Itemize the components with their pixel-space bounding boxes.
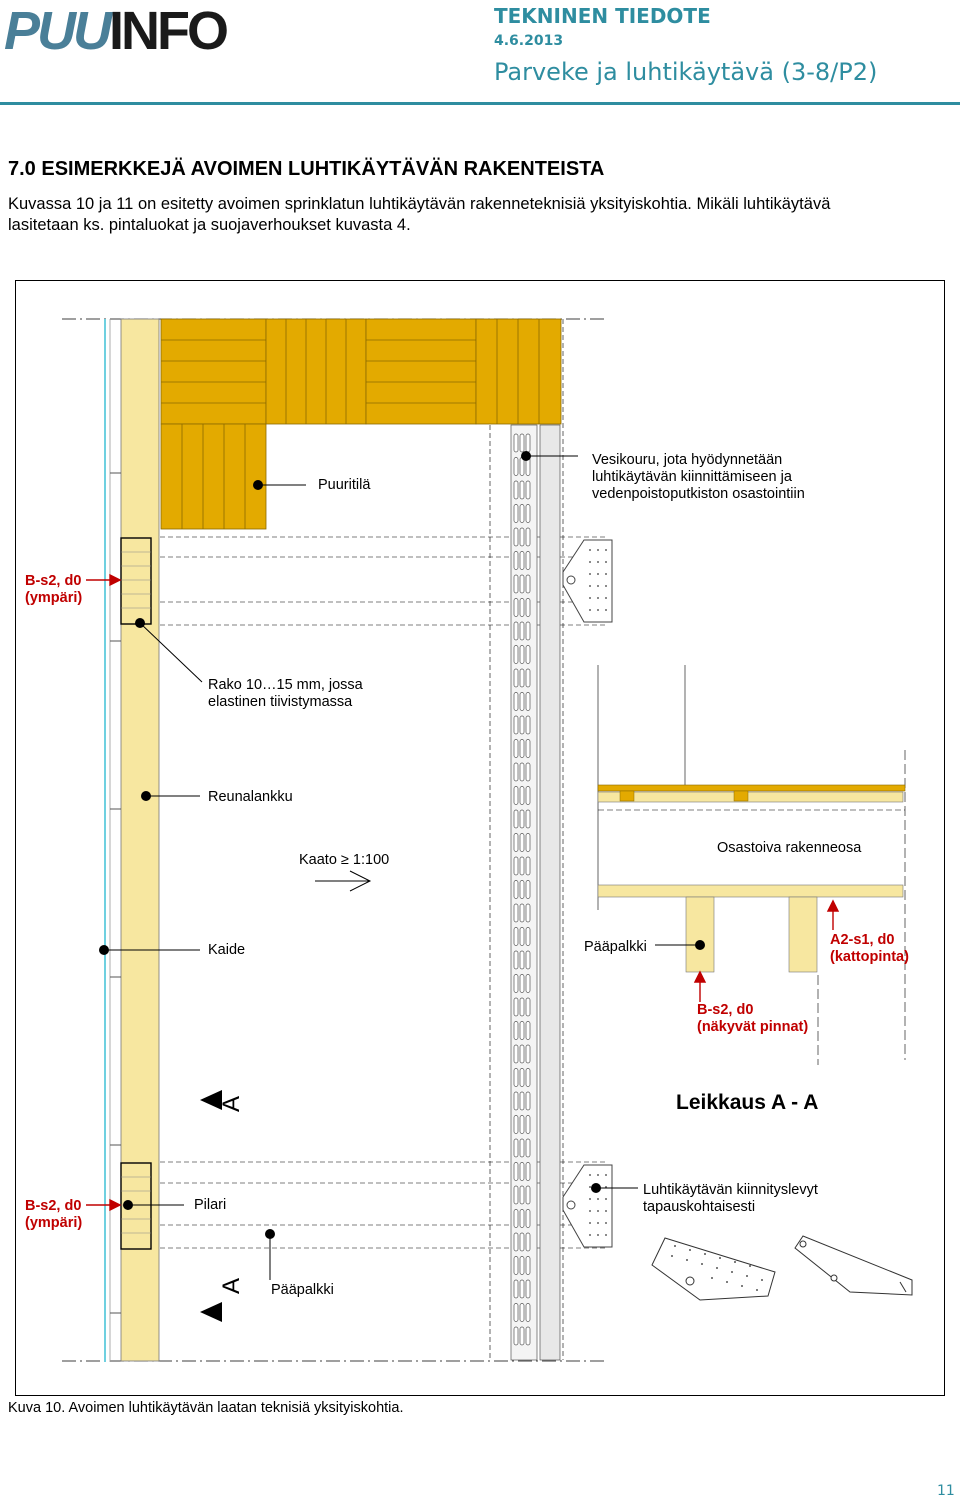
page-number: 11	[937, 1483, 955, 1499]
label-kiinnityslevyt-line1: Luhtikäytävän kiinnityslevyt	[643, 1182, 818, 1198]
label-paapalkki-bottom: Pääpalkki	[271, 1282, 334, 1298]
label-vesikouru-line3: vedenpoistoputkiston osastointiin	[592, 486, 805, 502]
figure-caption: Kuva 10. Avoimen luhtikäytävän laatan te…	[8, 1400, 404, 1416]
label-leikkaus: Leikkaus A - A	[676, 1091, 819, 1114]
label-section-a-bottom: A	[218, 1277, 245, 1294]
label-rako-line1: Rako 10…15 mm, jossa	[208, 677, 363, 693]
label-kiinnityslevyt-line2: tapauskohtaisesti	[643, 1199, 756, 1215]
header-rule	[0, 102, 960, 105]
label-bs2-bottom: B-s2, d0 (ympäri)	[25, 1198, 82, 1232]
label-bs2-visible-line1: B-s2, d0	[697, 1002, 754, 1018]
mounting-plate-1	[651, 1237, 776, 1301]
section-marker-top	[200, 1090, 222, 1110]
label-vesikouru-line2: luhtikäytävän kiinnittämiseen ja	[592, 469, 792, 485]
label-puuritila: Puuritilä	[318, 477, 371, 493]
section-marker-bottom	[200, 1302, 222, 1322]
label-bs2-visible: B-s2, d0 (näkyvät pinnat)	[697, 1002, 808, 1036]
label-kaide: Kaide	[208, 942, 246, 958]
figure-frame	[15, 280, 945, 1396]
document-date: 4.6.2013	[494, 33, 564, 49]
label-paapalkki-section: Pääpalkki	[584, 939, 647, 955]
label-bs2-top-line1: B-s2, d0	[25, 573, 82, 589]
label-bs2-visible-line2: (näkyvät pinnat)	[697, 1019, 809, 1035]
section-a-a	[597, 665, 906, 1065]
label-osastoiva: Osastoiva rakenneosa	[717, 840, 862, 856]
label-bs2-bottom-line2: (ympäri)	[25, 1215, 83, 1231]
puuinfo-logo: PUUINFO	[4, 1, 229, 61]
label-a2s1-line2: (kattopinta)	[830, 949, 909, 965]
reunalankku-box-top	[120, 537, 152, 625]
label-bs2-top: B-s2, d0 (ympäri)	[25, 573, 82, 607]
label-rako-line2: elastinen tiivistymassa	[208, 694, 353, 710]
label-reunalankku: Reunalankku	[208, 789, 293, 805]
bracket-plate-bottom	[562, 1164, 613, 1248]
label-vesikouru-line1: Vesikouru, jota hyödynnetään	[592, 452, 783, 468]
label-rako: Rako 10…15 mm, jossa elastinen tiivistym…	[208, 677, 363, 711]
label-a2s1-line1: A2-s1, d0	[830, 932, 895, 948]
intro-line-2: lasitetaan ks. pintaluokat ja suojaverho…	[8, 216, 411, 234]
document-title: Parveke ja luhtikäytävä (3-8/P2)	[494, 58, 878, 86]
label-section-a-top: A	[218, 1095, 245, 1112]
label-pilari: Pilari	[194, 1197, 227, 1213]
puuritila-grid	[160, 318, 562, 530]
mounting-plate-2	[794, 1235, 913, 1296]
intro-paragraph: Kuvassa 10 ja 11 on esitetty avoimen spr…	[8, 194, 953, 236]
label-a2s1: A2-s1, d0 (kattopinta)	[830, 932, 909, 966]
label-kaato: Kaato ≥ 1:100	[299, 852, 390, 868]
logo-part-info: INFO	[109, 1, 229, 61]
label-vesikouru: Vesikouru, jota hyödynnetään luhtikäytäv…	[592, 452, 805, 503]
document-type: TEKNINEN TIEDOTE	[494, 4, 711, 28]
label-bs2-top-line2: (ympäri)	[25, 590, 83, 606]
section-title: 7.0 ESIMERKKEJÄ AVOIMEN LUHTIKÄYTÄVÄN RA…	[8, 158, 605, 180]
bracket-plate-top	[562, 539, 613, 623]
label-bs2-bottom-line1: B-s2, d0	[25, 1198, 82, 1214]
label-kiinnityslevyt: Luhtikäytävän kiinnityslevyt tapauskohta…	[643, 1182, 818, 1216]
intro-line-1: Kuvassa 10 ja 11 on esitetty avoimen spr…	[8, 195, 831, 213]
logo-part-puu: PUU	[4, 1, 112, 61]
